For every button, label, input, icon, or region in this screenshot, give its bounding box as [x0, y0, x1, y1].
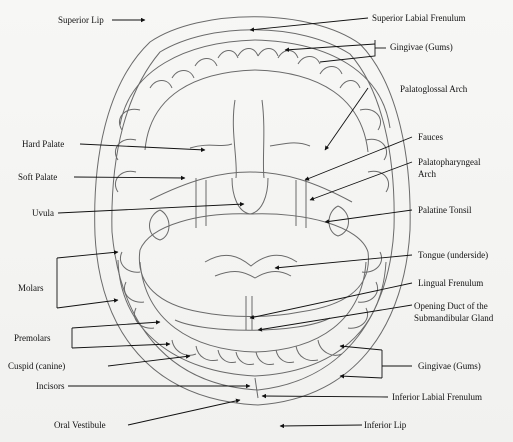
label-gingivae-lower: Gingivae (Gums) [418, 361, 481, 371]
label-gingivae-upper: Gingivae (Gums) [390, 42, 453, 52]
label-inferior-labial-frenulum: Inferior Labial Frenulum [392, 392, 482, 402]
line-gingivae-lower-1 [339, 344, 383, 351]
line-palatine-tonsil [324, 209, 413, 224]
soft-palate-curve [149, 171, 353, 203]
label-duct-2: Submandibular Gland [414, 313, 494, 323]
line-hard-palate [79, 143, 206, 153]
line-tongue [274, 254, 413, 270]
line-premolars-2 [71, 341, 171, 349]
upper-molars-left [114, 108, 141, 193]
label-duct-1: Opening Duct of the [414, 301, 488, 311]
line-palatopharyngeal [309, 161, 413, 201]
tongue-outline [138, 213, 369, 317]
palate-rugae [189, 142, 311, 149]
upper-teeth-inner-arch [144, 69, 369, 153]
label-palatopharyngeal-1: Palatopharyngeal [418, 157, 481, 167]
line-gingivae-upper-1 [284, 43, 376, 52]
line-molars-2 [56, 298, 119, 309]
line-gingivae-lower-2 [339, 373, 383, 379]
line-premolars-1 [71, 320, 161, 329]
line-inferior-lip [279, 423, 363, 429]
label-uvula: Uvula [32, 208, 54, 218]
palate-raphe [232, 99, 265, 179]
upper-gum-arch [119, 39, 391, 129]
lower-front-teeth [171, 339, 343, 365]
line-molars-1 [56, 250, 119, 259]
label-incisors: Incisors [36, 381, 65, 391]
mouth-sketch [94, 16, 411, 406]
label-lingual-frenulum: Lingual Frenulum [418, 278, 484, 288]
tonsil-left [149, 209, 170, 241]
tonsil-right [328, 205, 349, 237]
label-inferior-lip: Inferior Lip [364, 420, 407, 430]
line-fauces [304, 136, 413, 181]
line-duct [257, 304, 413, 332]
outer-lip-outline [94, 16, 411, 406]
line-lingual-frenulum [249, 282, 413, 320]
upper-molars-right [359, 108, 390, 193]
label-superior-labial-frenulum: Superior Labial Frenulum [372, 13, 466, 23]
tongue-folds [204, 254, 298, 279]
label-palatine-tonsil: Palatine Tonsil [418, 205, 472, 215]
line-cuspid [107, 354, 191, 367]
label-cuspid: Cuspid (canine) [8, 361, 66, 371]
label-tongue: Tongue (underside) [418, 250, 489, 260]
label-palatopharyngeal-2: Arch [418, 169, 436, 179]
label-hard-palate: Hard Palate [22, 139, 65, 149]
inner-lip-outline [111, 29, 395, 391]
bracket-gingivae-upper [319, 40, 376, 63]
label-fauces: Fauces [418, 132, 443, 142]
uvula-shape [231, 177, 269, 215]
leader-lines [56, 17, 413, 429]
label-molars: Molars [18, 283, 44, 293]
line-oral-vestibule [127, 398, 241, 426]
label-oral-vestibule: Oral Vestibule [54, 420, 106, 430]
line-superior-labial-frenulum [249, 17, 369, 32]
line-soft-palate [73, 175, 186, 181]
arches [195, 178, 307, 228]
label-superior-lip: Superior Lip [58, 15, 104, 25]
label-palatoglossal-arch: Palatoglossal Arch [400, 84, 468, 94]
frenulum-lines [245, 296, 253, 330]
line-inferior-labial-frenulum [261, 393, 389, 399]
label-soft-palate: Soft Palate [18, 172, 58, 182]
line-palatoglossal-1 [324, 87, 369, 151]
inferior-frenulum [254, 377, 259, 399]
floor-of-mouth [174, 317, 331, 331]
label-premolars: Premolars [14, 333, 51, 343]
lower-inner-arch [139, 261, 367, 353]
line-uvula [57, 201, 245, 214]
